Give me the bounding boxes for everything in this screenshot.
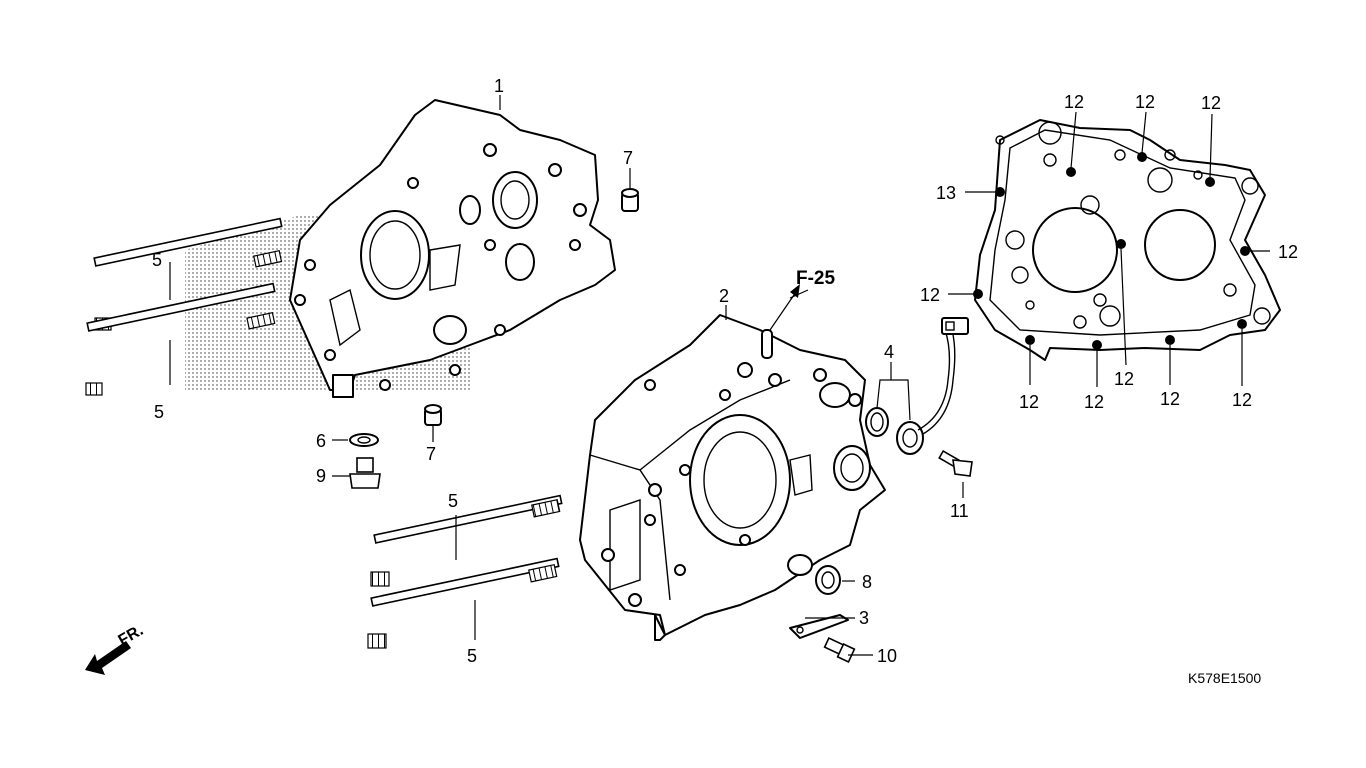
drain-bolt <box>349 457 381 489</box>
callout-12-c: 12 <box>1201 93 1221 113</box>
callout-12-h: 12 <box>1114 369 1134 389</box>
reference-arrow: F-25 <box>769 268 836 331</box>
stud-bolt-lower-center <box>367 557 560 649</box>
callout-12-a: 12 <box>1064 92 1084 112</box>
dowel-pin-upper <box>621 188 639 212</box>
callout-12-b: 12 <box>1135 92 1155 112</box>
setting-plate <box>789 614 849 639</box>
flange-bolt-switch <box>938 449 973 477</box>
right-crankcase-half <box>579 314 886 641</box>
callout-12-g: 12 <box>1084 392 1104 412</box>
neutral-switch-assembly <box>896 317 969 455</box>
callout-5-lower-left: 5 <box>154 402 164 422</box>
callout-4: 4 <box>884 342 894 362</box>
callout-12-d: 12 <box>1278 242 1298 262</box>
stud-bolt-upper-center <box>370 494 563 587</box>
callout-8: 8 <box>862 572 872 592</box>
sealing-washer <box>349 433 379 447</box>
callout-10: 10 <box>877 646 897 666</box>
callout-9: 9 <box>316 466 326 486</box>
callout-7-upper: 7 <box>623 148 633 168</box>
callout-12-j: 12 <box>1232 390 1252 410</box>
left-crankcase-half <box>289 99 616 398</box>
leader-lines <box>169 95 1270 656</box>
stud-bolt-lower-left <box>85 282 276 396</box>
dowel-pin-lower <box>424 404 442 426</box>
callout-12-e: 12 <box>920 285 940 305</box>
callout-5-lower-center: 5 <box>467 646 477 666</box>
callout-6: 6 <box>316 431 326 451</box>
o-ring <box>865 407 889 437</box>
callout-5-upper-left: 5 <box>152 250 162 270</box>
reference-label: F-25 <box>796 268 836 289</box>
callout-7-lower: 7 <box>426 444 436 464</box>
callout-13: 13 <box>936 183 956 203</box>
callout-11: 11 <box>950 501 969 521</box>
front-direction-arrow: FR. <box>85 622 146 675</box>
diagram-code: K578E1500 <box>1188 670 1261 686</box>
callout-1: 1 <box>494 76 504 96</box>
callout-3: 3 <box>859 608 869 628</box>
oil-seal <box>815 565 841 595</box>
callout-2: 2 <box>719 286 729 306</box>
callout-5-upper-center: 5 <box>448 491 458 511</box>
callout-labels: 1 2 3 4 5 5 5 5 6 7 7 8 9 10 11 13 12 12… <box>152 76 1298 666</box>
flange-bolt-lower <box>823 637 856 663</box>
crankcase-gasket <box>973 119 1281 361</box>
callout-12-f: 12 <box>1019 392 1039 412</box>
callout-12-i: 12 <box>1160 389 1180 409</box>
